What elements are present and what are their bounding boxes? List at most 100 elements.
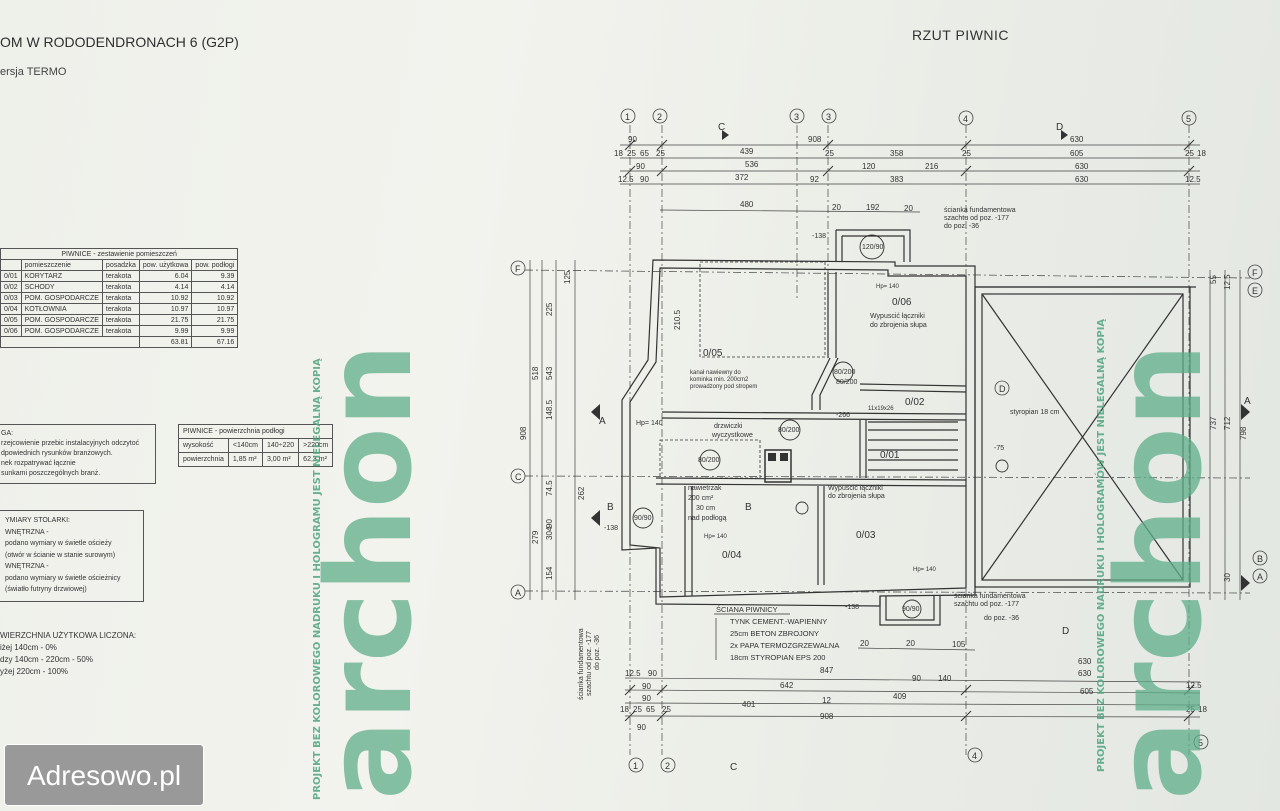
room-note: prowadzony pod stropem [690,384,757,390]
note-line: WNĘTRZNA - [5,528,49,536]
note-line: GA: [1,430,14,437]
annotation: szachtu od poz. -177 [954,601,1019,608]
annotation: styropian 18 cm [1010,409,1060,416]
axis-label: 3 [826,112,831,122]
wall-legend-line: 2x PAPA TERMOZGRZEWALNA [730,641,839,650]
wall-legend-line: TYNK CEMENT.-WAPIENNY [730,617,827,626]
dimension: 279 [531,530,540,544]
dimension: 90 [628,135,637,144]
dimension: 90 [912,674,921,683]
dimension: 25 [825,149,834,158]
dimension: 737 [1209,416,1218,430]
annotation: szachtu od poz. -177 [586,631,593,696]
notes-box: GA: rzejcowienie przebic instalacyjnych … [0,424,156,484]
level-mark: -266 [836,412,850,419]
annotation: Wypuscić łączniki [828,485,883,492]
room-note: kanał nawiewny do [690,370,741,376]
opening-size: 90/90 [902,606,920,613]
dimension: 12.5 [618,175,634,184]
dimension: 12.5 [1186,681,1202,690]
opening-size: 90/90 [634,515,652,522]
dimension: 262 [577,486,586,500]
note-line: dzy 140cm - 220cm - 50% [0,655,93,664]
dimension: 25 [1185,149,1194,158]
dimension: 908 [808,135,822,144]
dimension: 12 [822,696,831,705]
dimension: 712 [1223,416,1232,430]
axis-label: 3 [794,112,799,122]
total-usable-area: 63.81 [138,336,193,348]
axis-label: D [999,384,1006,394]
section-mark: C [730,762,737,773]
annotation: Wypuscić łączniki [870,313,925,320]
annotation: Hp= 140 [636,420,663,427]
note-line: podano wymiary w świetle ościeżnicy [5,574,121,582]
room-note: Hp= 140 [704,534,728,540]
dimension: 25 [962,149,971,158]
dimension: 630 [1078,669,1092,678]
dimension: 358 [890,149,904,158]
dimension: 401 [742,700,756,709]
dimension: 92 [810,175,819,184]
note-line: rzejcowienie przebic instalacyjnych odcz… [1,440,140,447]
note-line: dpowiednich rysunków branżowych. [1,450,113,457]
annotation: ścianka fundamentowa [954,593,1026,600]
level-mark: -138 [604,525,618,532]
dimension: 25 [662,705,671,714]
dimension: 798 [1239,426,1248,440]
note-line: iżej 140cm - 0% [0,643,57,652]
dimension: 90 [545,519,554,528]
note-line: WNĘTRZNA - [5,563,49,570]
dimension: 630 [1075,175,1089,184]
annotation: do poz. -36 [594,635,601,670]
dimension: 372 [735,173,749,182]
table-header: posadzka [101,259,140,271]
wall-legend-line: 25cm BETON ZBROJONY [730,629,819,638]
adresowo-badge[interactable]: Adresowo.pl [4,744,204,806]
dimension: 30 [1223,573,1232,582]
room-note: 11x19x26 [868,406,894,412]
axis-label: F [515,264,521,274]
dimension: 74.5 [545,480,554,496]
room-label-0-03: 0/03 [856,530,876,541]
room-label-0-06: 0/06 [892,297,912,308]
note-line: yżej 220cm - 100% [0,667,69,676]
watermark-legal-text: PROJEKT BEZ KOLOROWEGO NADRUKU I HOLOGRA… [312,358,323,800]
dimension: 90 [640,175,649,184]
dimension: 630 [1075,162,1089,171]
area-calculation-notes: WIERZCHNIA UŻYTKOWA LICZONA: iżej 140cm … [0,630,136,678]
dimension: 90 [637,723,646,732]
section-mark: D [1056,122,1063,133]
dimension: 18 [1197,149,1206,158]
room-label-0-04: 0/04 [722,550,742,561]
dimension: 18 [1198,705,1207,714]
note-line: (otwór w ścianie w stanie surowym) [5,551,116,559]
opening-size: 80/200 [778,427,800,434]
dimension: 383 [890,175,904,184]
sheet-title: RZUT PIWNIC [912,27,1010,43]
dimension: 140 [938,674,952,683]
axis-label: 2 [665,761,670,771]
dimension: 65 [640,149,649,158]
dimension: 12.5 [625,669,641,678]
opening-size: 80/200 [836,379,858,386]
dimension: 148.5 [545,399,554,420]
axis-label: A [515,588,521,598]
dimension: 908 [519,426,528,440]
axis-label: 5 [1186,114,1191,124]
annotation: 30 cm [696,505,715,512]
axis-label: E [1252,286,1258,296]
table-cell: 62,3 m² [298,452,334,467]
dimension: 90 [642,694,651,703]
axis-label: F [1252,268,1258,278]
annotation: nawietrzak [688,485,722,492]
watermark-legal-text: PROJEKT BEZ KOLOROWEGO NADRUKU I HOLOGRA… [1096,318,1107,772]
project-version: ersja TERMO [0,66,67,78]
archon-watermark-logo: archon [1090,343,1228,800]
dimension: 605 [1070,149,1084,158]
note-line: nek rozpatrywać łącznie [1,460,76,467]
level-mark: -75 [994,445,1004,452]
